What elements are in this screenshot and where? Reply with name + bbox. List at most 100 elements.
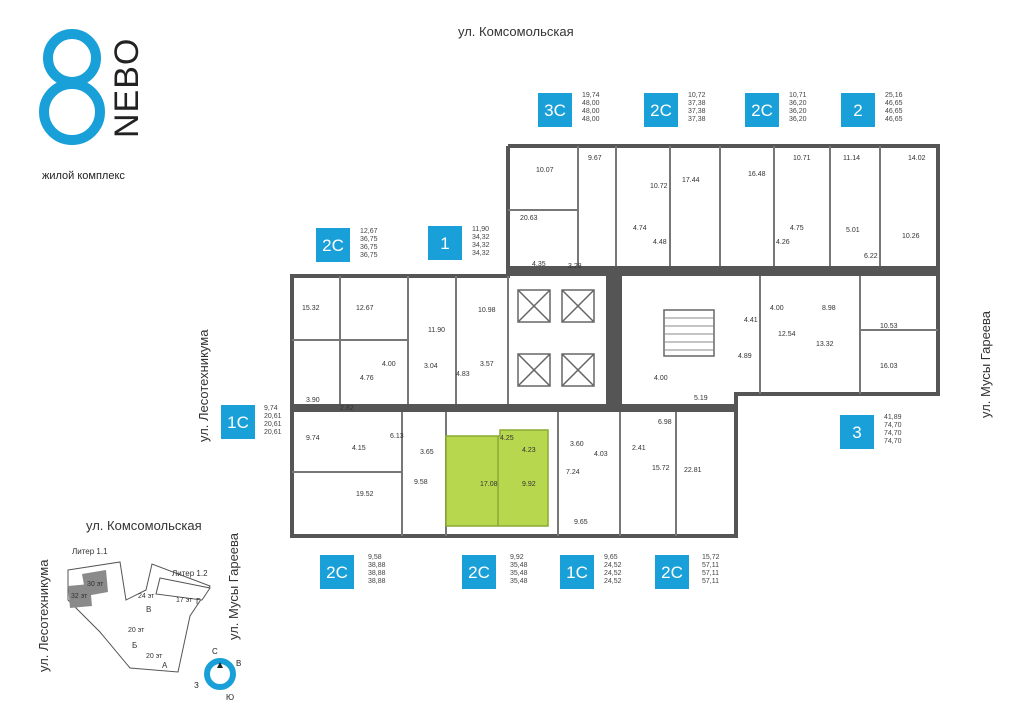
room-label: 10.72 (650, 183, 668, 190)
room-label: 4.89 (738, 353, 752, 360)
compass-n: С (212, 647, 218, 656)
site-street-top: ул. Комсомольская (86, 518, 202, 533)
room-label: 3.57 (480, 361, 494, 368)
compass-w: З (194, 681, 199, 690)
site-floor: 17 эт (176, 597, 193, 604)
room-labels: 10.07 9.67 10.72 17.44 16.48 10.71 11.14… (302, 155, 926, 526)
room-label: 4.23 (522, 447, 536, 454)
room-label: 4.41 (744, 317, 758, 324)
site-floor: 20 эт (146, 653, 163, 660)
site-block: Г (196, 597, 201, 606)
room-label: 4.76 (360, 375, 374, 382)
room-label: 4.03 (594, 451, 608, 458)
room-label: 9.58 (414, 479, 428, 486)
room-label: 4.48 (653, 239, 667, 246)
site-block: Б (132, 641, 137, 650)
room-label: 3.28 (568, 263, 582, 270)
apt-badge[interactable]: 1С (221, 405, 255, 439)
site-floor: 32 эт (71, 593, 88, 600)
site-floor: 24 эт (138, 593, 155, 600)
room-label: 5.19 (694, 395, 708, 402)
room-label: 3.65 (420, 449, 434, 456)
apt-badge[interactable]: 3 (840, 415, 874, 449)
room-label: 10.26 (902, 233, 920, 240)
room-label: 6.22 (864, 253, 878, 260)
room-label: 9.74 (306, 435, 320, 442)
room-label: 11.90 (428, 327, 445, 334)
room-label: 4.75 (790, 225, 804, 232)
room-label: 4.26 (776, 239, 790, 246)
apt-badge[interactable]: 2С (316, 228, 350, 262)
room-label: 16.03 (880, 363, 898, 370)
site-floor: 20 эт (128, 627, 145, 634)
room-label: 4.15 (352, 445, 366, 452)
room-label: 3.60 (570, 441, 584, 448)
apt-badge[interactable]: 2С (655, 555, 689, 589)
logo-subtitle: жилой комплекс (42, 170, 125, 182)
site-street-left: ул. Лесотехникума (36, 559, 51, 672)
room-label: 10.71 (793, 155, 811, 162)
apt-badge[interactable]: 2С (320, 555, 354, 589)
room-label: 11.14 (843, 155, 860, 162)
room-label: 13.32 (816, 341, 834, 348)
room-label: 22.81 (684, 467, 702, 474)
room-label: 4.25 (500, 435, 514, 442)
street-top: ул. Комсомольская (458, 24, 574, 39)
room-label: 6.98 (658, 419, 672, 426)
apt-badge[interactable]: 2 (841, 93, 875, 127)
room-label: 10.98 (478, 307, 496, 314)
room-label: 7.24 (566, 469, 580, 476)
room-label: 9.67 (588, 155, 602, 162)
compass-s: Ю (226, 693, 234, 702)
room-label: 17.44 (682, 177, 700, 184)
room-label: 10.07 (536, 167, 554, 174)
room-label: 4.35 (532, 261, 546, 268)
room-label: 5.01 (846, 227, 860, 234)
room-label: 19.52 (356, 491, 374, 498)
room-label: 3.04 (424, 363, 438, 370)
site-lit1: Литер 1.1 (72, 547, 108, 556)
room-label: 15.32 (302, 305, 320, 312)
apt-badge[interactable]: 2С (644, 93, 678, 127)
apt-badge[interactable]: 1 (428, 226, 462, 260)
room-label: 9.92 (522, 481, 536, 488)
room-label: 12.54 (778, 331, 796, 338)
room-label: 15.72 (652, 465, 670, 472)
logo-eight-icon (39, 29, 105, 145)
apt-badge[interactable]: 1С (560, 555, 594, 589)
site-block: А (162, 661, 168, 670)
apt-badge[interactable]: 3С (538, 93, 572, 127)
compass-icon: С В Ю З (194, 647, 241, 702)
site-lit2: Литер 1.2 (172, 569, 208, 578)
site-block: В (146, 605, 151, 614)
apt-badge[interactable]: 2С (462, 555, 496, 589)
room-label: 9.65 (574, 519, 588, 526)
room-label: 17.08 (480, 481, 498, 488)
room-label: 2.41 (632, 445, 646, 452)
apt-badge[interactable]: 2С (745, 93, 779, 127)
room-label: 8.98 (822, 305, 836, 312)
compass-e: В (236, 659, 241, 668)
room-label: 10.53 (880, 323, 898, 330)
logo: NEBO жилой комплекс (36, 28, 166, 188)
site-plan: Литер 1.1 Литер 1.2 30 эт 32 эт 24 эт 17… (67, 547, 211, 673)
site-floor: 30 эт (87, 581, 104, 588)
room-label: 2.82 (340, 405, 354, 412)
room-label: 3.90 (306, 397, 320, 404)
room-label: 6.13 (390, 433, 404, 440)
room-label: 12.67 (356, 305, 374, 312)
room-label: 4.00 (654, 375, 668, 382)
